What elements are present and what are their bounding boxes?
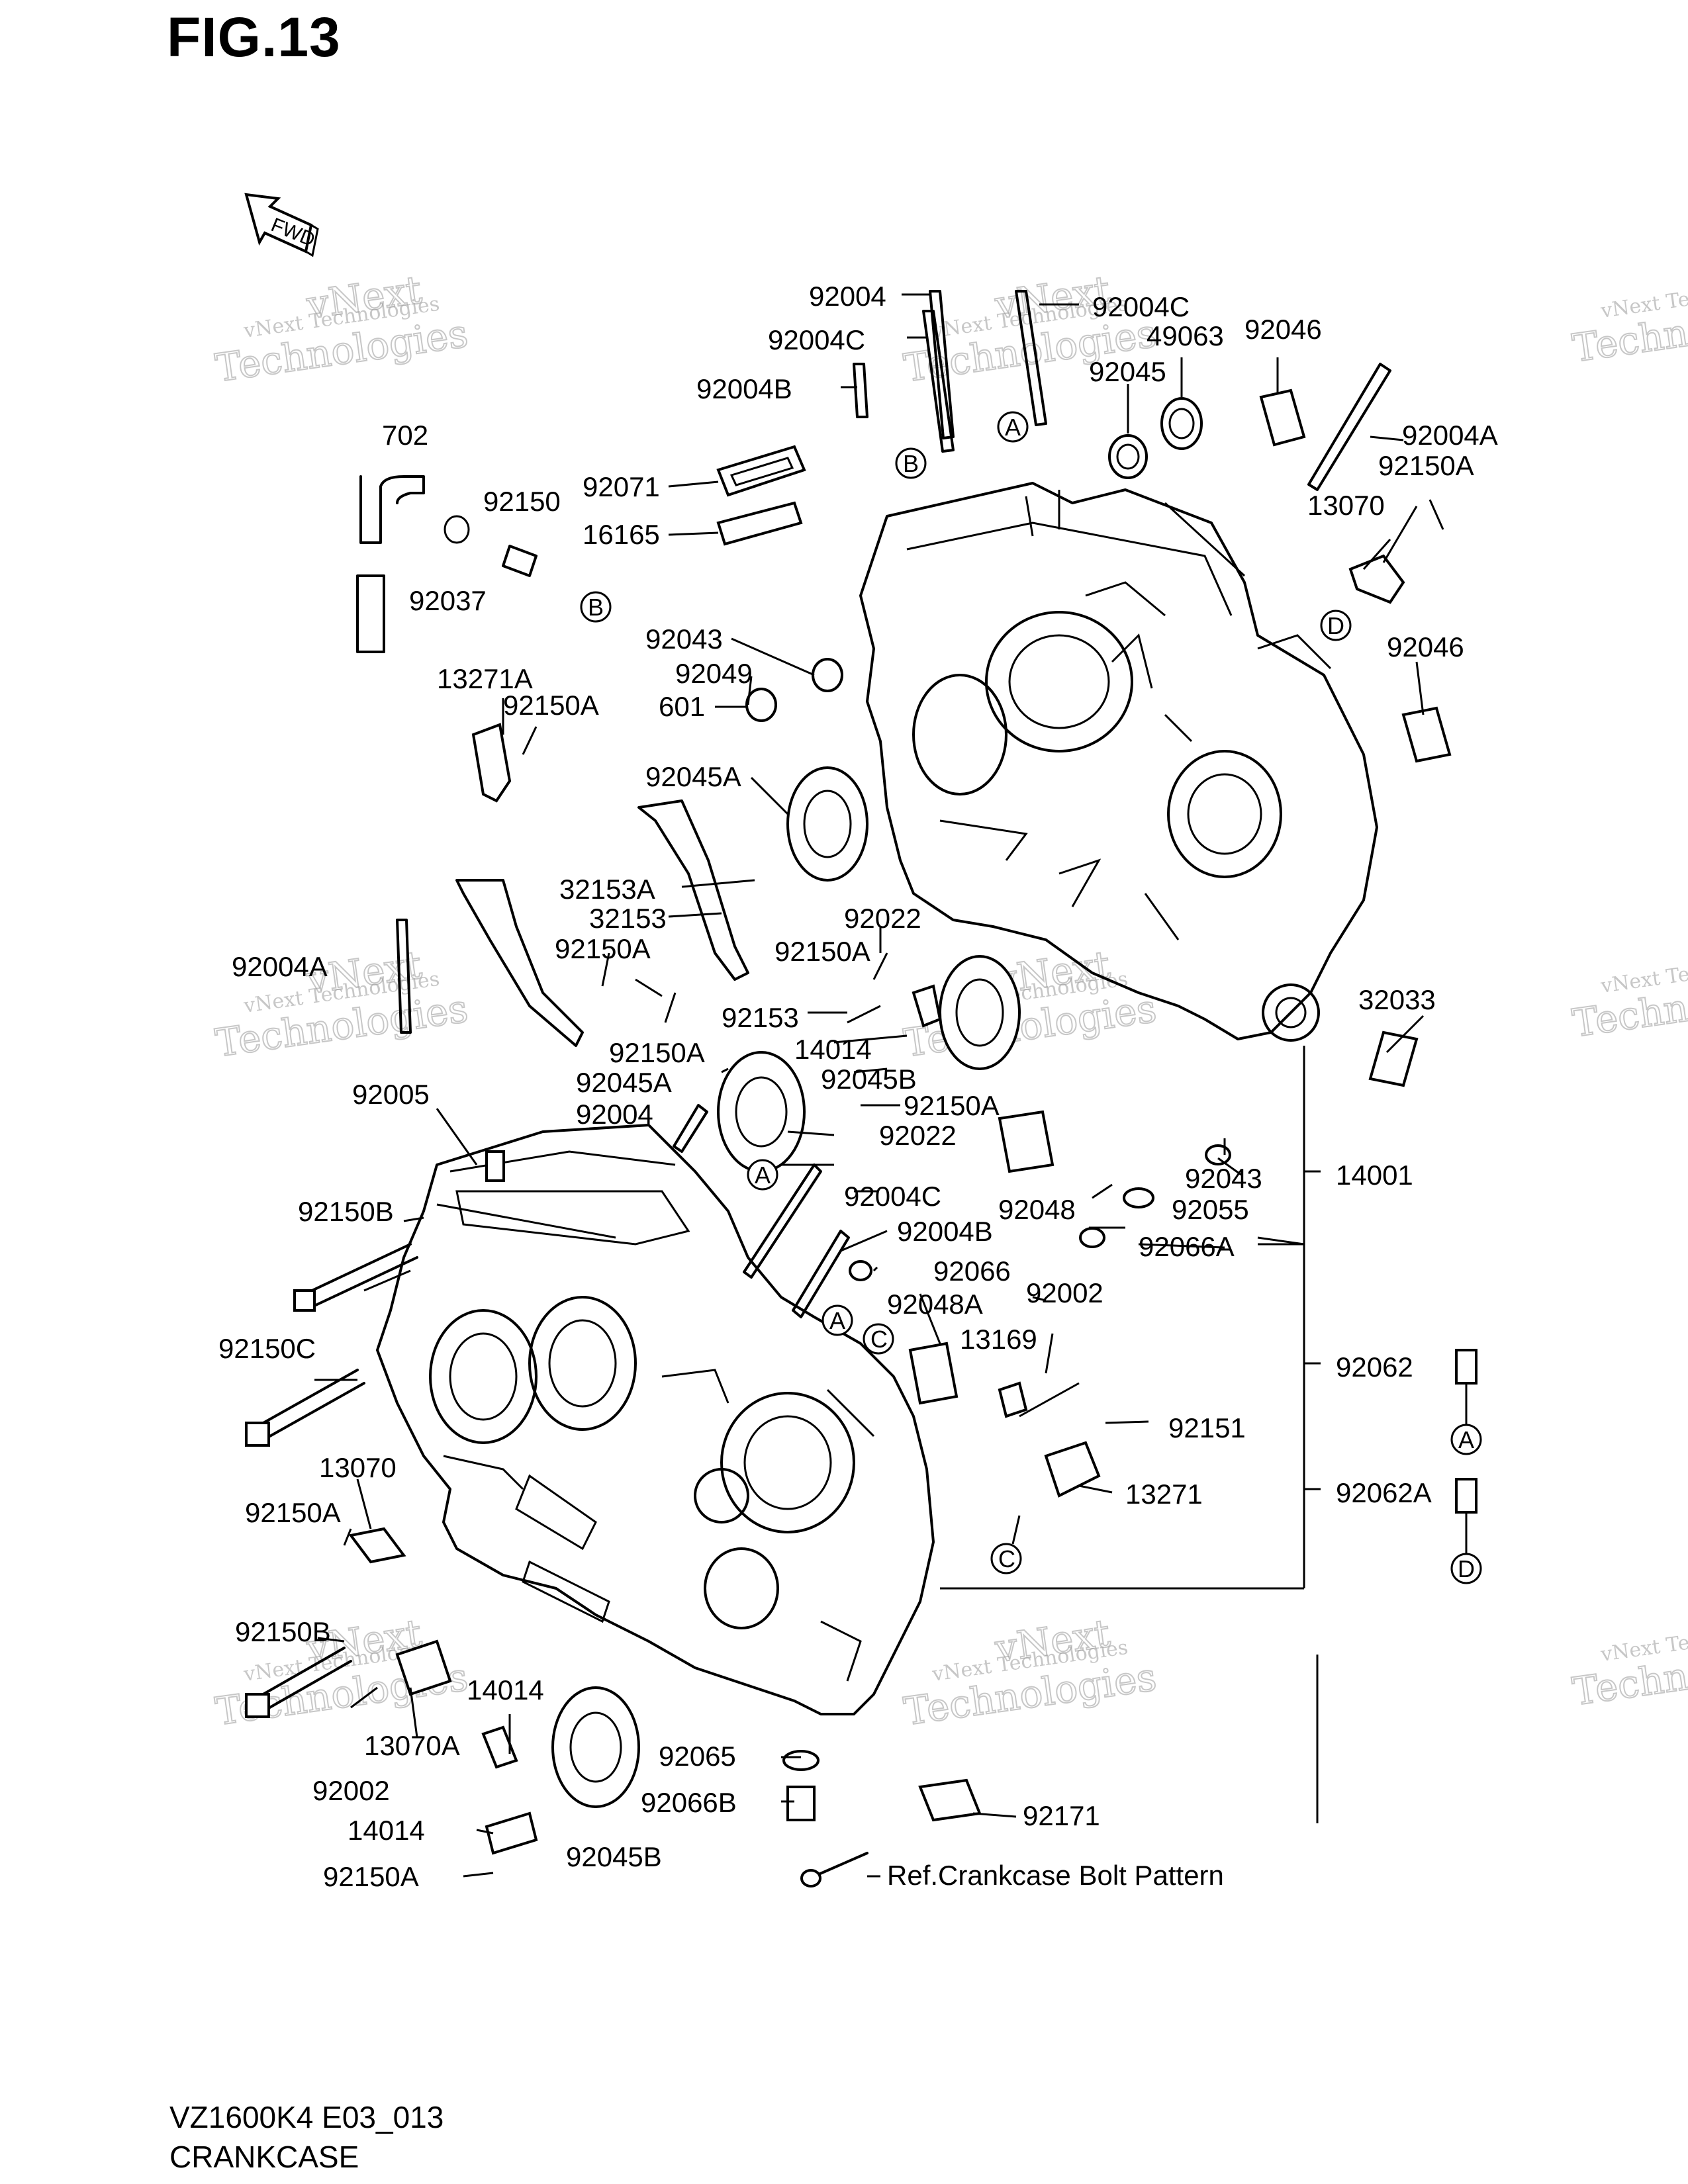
callout-label: 92150A: [503, 690, 599, 721]
callout-label: 92046: [1244, 314, 1322, 345]
callout-label: 92171: [1023, 1800, 1100, 1831]
callout-label: 92045: [1089, 356, 1166, 387]
callout-label: 92022: [844, 903, 921, 934]
callout-label: 92151: [1168, 1412, 1246, 1443]
callout-label: 92150A: [1378, 450, 1474, 481]
callout-label: 32033: [1358, 984, 1436, 1015]
callout-label: 92062A: [1336, 1477, 1432, 1508]
marker-d-label: D: [1458, 1555, 1475, 1582]
callout-label: 13070A: [364, 1730, 460, 1761]
callout-label: 92150A: [245, 1497, 341, 1528]
marker-a-label: A: [755, 1161, 771, 1189]
reference-note: Ref.Crankcase Bolt Pattern: [887, 1860, 1224, 1891]
marker-c: [863, 1323, 894, 1355]
callout-label: 13169: [960, 1324, 1037, 1355]
callout-label: 92004B: [897, 1216, 993, 1247]
callout-label: 92037: [409, 585, 487, 616]
callout-label: 702: [382, 420, 428, 451]
callout-label: 16165: [583, 519, 660, 550]
callout-label: 14001: [1336, 1160, 1413, 1191]
marker-d: [1320, 610, 1352, 641]
callout-label: 92048: [998, 1194, 1076, 1225]
callout-label: 92150C: [218, 1333, 316, 1364]
marker-c: [990, 1543, 1022, 1574]
callout-label: 92004C: [844, 1181, 941, 1212]
section-name: CRANKCASE: [169, 2140, 359, 2174]
parts-group: [245, 290, 1477, 1888]
callout-label: 32153: [589, 903, 667, 934]
callout-label: 92043: [645, 623, 723, 655]
model-code: VZ1600K4 E03_013: [169, 2100, 444, 2134]
fwd-arrow-icon: FWD: [244, 193, 319, 257]
callout-label: 92048A: [887, 1289, 983, 1320]
marker-b-label: B: [903, 450, 919, 477]
callout-label: 92150A: [323, 1861, 419, 1892]
marker-c-label: C: [870, 1326, 888, 1353]
callout-label: 92002: [312, 1775, 390, 1806]
marker-b: [895, 447, 927, 479]
callout-label: 14014: [467, 1674, 544, 1706]
callout-label: 92150A: [904, 1090, 1000, 1121]
callout-label: 92049: [675, 658, 753, 689]
callout-label: 92045A: [576, 1067, 672, 1098]
callout-label: 92004: [809, 281, 886, 312]
callout-label: 92004B: [696, 373, 792, 404]
callout-label: 92004: [576, 1099, 653, 1130]
marker-c-label: C: [998, 1545, 1015, 1572]
callout-label: 92046: [1387, 631, 1464, 662]
callout-label: 92002: [1026, 1277, 1103, 1308]
callout-label: 32153A: [559, 874, 655, 905]
marker-a-label: A: [829, 1307, 845, 1334]
marker-a-label: A: [1005, 414, 1021, 441]
callout-label: 92066: [933, 1255, 1011, 1287]
callout-label: 92150A: [609, 1037, 705, 1068]
callout-label: 92153: [722, 1002, 799, 1033]
callout-label: 92004A: [232, 951, 328, 982]
callout-label: 92005: [352, 1079, 430, 1110]
callout-label: 92043: [1185, 1163, 1262, 1194]
callout-label: 92004C: [1092, 291, 1190, 322]
marker-a-label: A: [1458, 1426, 1474, 1453]
callout-label: 92004C: [768, 324, 865, 355]
callout-label: 14014: [794, 1034, 872, 1065]
callout-label: 49063: [1147, 320, 1224, 351]
callout-label: 13070: [1307, 490, 1385, 521]
callout-label: 14014: [348, 1815, 425, 1846]
callout-label: 92150A: [774, 936, 870, 967]
callout-label: 92150B: [235, 1616, 331, 1647]
callout-labels: 92004 92004C 92004C 49063 92046 92004B 9…: [218, 281, 1498, 1892]
callout-label: 92022: [879, 1120, 957, 1151]
callout-label: 13271A: [437, 663, 533, 694]
reference-markers: A B B D A A C C A D: [580, 411, 1482, 1584]
marker-a: [821, 1304, 853, 1336]
leader-lines: [314, 293, 1444, 1878]
callout-label: 92062: [1336, 1351, 1413, 1383]
callout-label: 92071: [583, 471, 660, 502]
callout-label: 92065: [659, 1741, 736, 1772]
callout-label: 13070: [319, 1452, 397, 1483]
callout-label: 92150B: [298, 1196, 394, 1227]
upper-crankcase: [859, 482, 1378, 1042]
figure-title: FIG.13: [167, 6, 341, 68]
marker-a: [747, 1159, 778, 1191]
callout-label: 92045B: [566, 1841, 662, 1872]
marker-a: [997, 411, 1029, 443]
callout-label: 92150A: [555, 933, 651, 964]
marker-b-label: B: [588, 594, 604, 621]
lower-crankcase: [376, 1124, 935, 1715]
callout-label: 92066B: [641, 1787, 737, 1818]
callout-label: 92055: [1172, 1194, 1249, 1225]
marker-d-label: D: [1327, 612, 1344, 639]
callout-label: 92045B: [821, 1064, 917, 1095]
callout-label: 601: [659, 691, 705, 722]
callout-label: 92045A: [645, 761, 741, 792]
marker-b: [580, 591, 612, 623]
callout-label: 92004A: [1402, 420, 1498, 451]
callout-label: 92150: [483, 486, 561, 517]
callout-label: 92066A: [1139, 1231, 1235, 1262]
callout-label: 13271: [1125, 1479, 1203, 1510]
